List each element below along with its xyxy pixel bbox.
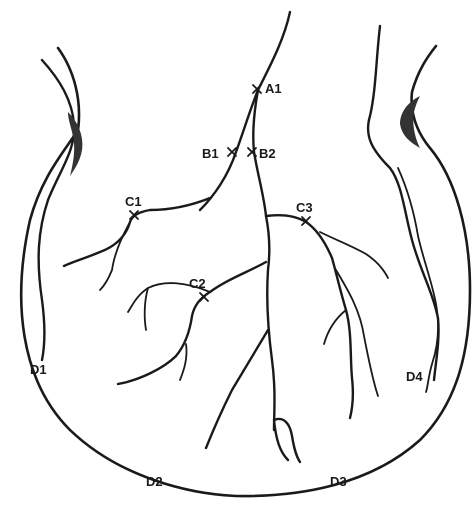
terminal-hook [274,419,300,462]
label-b2: B2 [259,146,276,161]
branch-middle-lower [206,330,268,448]
marker-c2 [200,293,208,301]
right-shaded-region [400,96,420,148]
right-inner-wall [368,26,439,380]
left-inner-wall [39,60,75,360]
main-trunk [200,12,290,210]
label-a1: A1 [265,81,282,96]
label-c1: C1 [125,194,142,209]
branch-c1-lower [100,222,130,290]
left-shaded-region [68,112,82,176]
branch-c2-twig [145,288,148,330]
label-d1: D1 [30,362,47,377]
branch-c3-twig [324,310,346,344]
main-trunk-right [253,90,274,430]
label-d2: D2 [146,474,163,489]
label-c3: C3 [296,200,313,215]
label-d4: D4 [406,369,423,384]
branch-c3-lower [336,270,378,396]
label-b1: B1 [202,146,219,161]
label-d3: D3 [330,474,347,489]
label-c2: C2 [189,276,206,291]
